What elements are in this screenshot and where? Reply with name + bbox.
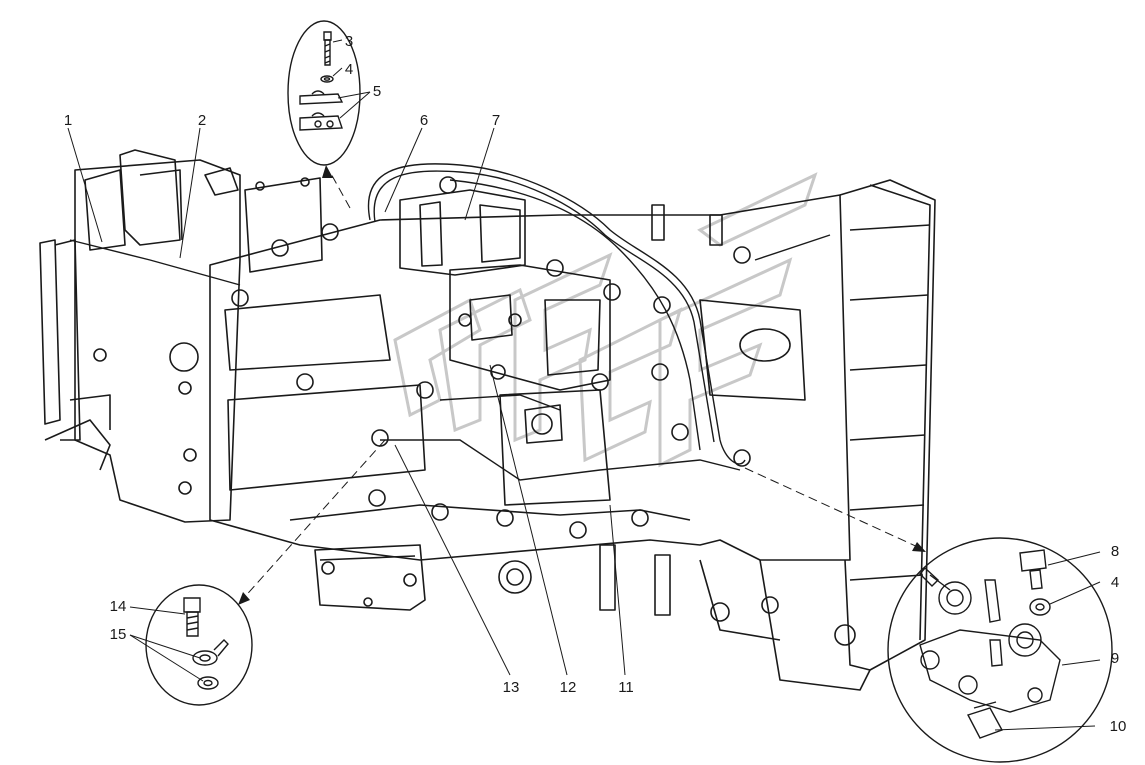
detail-view-top [287, 20, 361, 166]
callout-label-3: 3 [345, 33, 353, 50]
leader-lines [67, 39, 1101, 731]
detail-view-right [887, 537, 1113, 763]
callout-label-14: 14 [110, 598, 127, 615]
callout-label-4-right: 4 [1111, 574, 1119, 591]
callout-label-10: 10 [1110, 718, 1127, 735]
transmission-housing [39, 149, 936, 691]
callout-label-9: 9 [1111, 650, 1119, 667]
callout-label-12: 12 [560, 679, 577, 696]
callout-label-13: 13 [503, 679, 520, 696]
callout-label-7: 7 [492, 112, 500, 129]
watermark [393, 172, 818, 468]
callout-label-1: 1 [64, 112, 72, 129]
callout-label-11: 11 [618, 679, 634, 696]
callout-label-4-top: 4 [345, 61, 353, 78]
callout-label-8: 8 [1111, 543, 1119, 560]
callout-label-6: 6 [420, 112, 428, 129]
arrowheads [238, 165, 926, 605]
callout-label-2: 2 [198, 112, 206, 129]
callout-label-5: 5 [373, 83, 381, 100]
detail-pointers [241, 171, 921, 601]
callout-label-15: 15 [110, 626, 127, 643]
